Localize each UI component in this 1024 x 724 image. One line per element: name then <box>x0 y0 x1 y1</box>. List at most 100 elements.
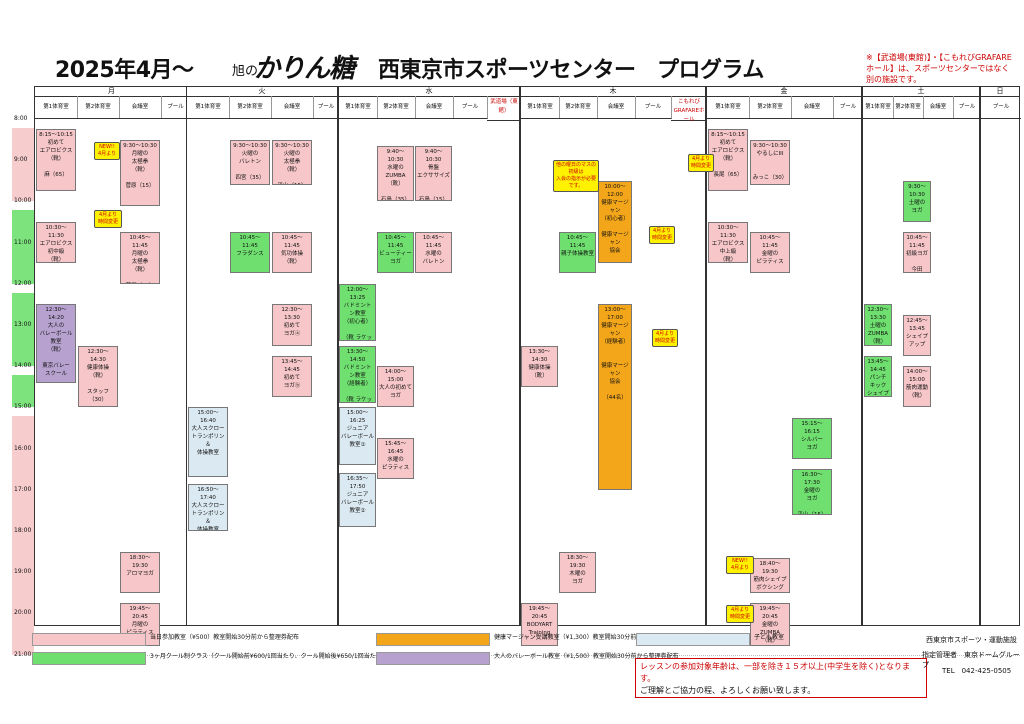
time-band <box>12 210 34 284</box>
time-label: 21:00 <box>14 650 32 658</box>
class-cell: 12:30～14:20 大人の バレーボール 教室 （靴） 東京バレー スクール… <box>36 304 76 383</box>
class-cell: 13:30～14:50 バドミントン教室 （経験者） （靴 ラケット） 道藤（2… <box>339 345 376 404</box>
legend-text: 健康マージャン受講教室（¥1,300）教室開始30分前から整理券配布 <box>494 634 679 641</box>
column-header: プール <box>161 96 190 119</box>
class-cell: 15:15～16:15 シルバー ヨガ 平山（35） <box>792 417 832 459</box>
time-band <box>12 292 34 367</box>
change-callout: 4月より 時間変更 <box>94 209 122 228</box>
column-header: 第1体育室 <box>863 96 894 119</box>
day-header: 水 <box>339 87 519 97</box>
class-cell: 18:30～19:30 木曜の ヨガ 平山（30） <box>559 551 596 593</box>
class-cell: 15:00～16:25 ジュニア バレーボール 教室① <box>339 407 376 466</box>
time-label: 12:00 <box>14 279 32 287</box>
class-cell: 14:00～15:00 筋肉運動 （靴） スタッフ（15） <box>903 366 931 408</box>
class-cell: 18:40～19:30 筋肉シェイプ ボクシング （靴） 倫（35） <box>750 558 790 593</box>
column-header: 第2体育室 <box>749 96 792 119</box>
day-column-sun: 日 プール <box>980 86 1021 626</box>
column-header: プール <box>635 96 672 119</box>
time-label: 19:00 <box>14 568 32 576</box>
legend-text: 3ヶ月クール制クラス（クール開始前¥600/1回当たり、クール開始後¥650/1… <box>150 653 388 660</box>
day-header: 日 <box>981 87 1019 97</box>
column-header: 第1体育室 <box>339 96 378 119</box>
class-cell: 10:45～11:45 親子体操教室 今井 （20組） <box>559 232 596 274</box>
day-header: 土 <box>863 87 979 97</box>
column-header: こもれびGRAFAREホール <box>671 96 707 123</box>
change-callout: 4月より 時間変更 <box>726 605 754 624</box>
class-cell: 10:45～11:45 フラダンス 池田（40） <box>230 232 270 274</box>
legend-text: 大人のバレーボール教室（¥1,500）教室開始30分前から整理券配布 <box>494 653 679 660</box>
column-header: 第2体育室 <box>77 96 120 119</box>
column-header: 第2体育室 <box>893 96 924 119</box>
warning-line: ご理解とご協力の程、よろしくお願い致します。 <box>640 686 816 695</box>
class-cell: 9:30～10:30 火曜の バレトン 四宮（35） <box>230 139 270 185</box>
class-cell: 16:50～17:40 大人スクロー トランポリン＆ 体操教室 <box>188 483 228 531</box>
class-cell: 10:45～11:45 初級ヨガ 今田（15） <box>903 232 931 274</box>
telephone: TEL 042-425-0505 <box>942 667 1012 675</box>
class-cell: 9:30～10:30 火曜の 太極拳 （靴） 平山（15） <box>272 139 312 185</box>
time-band <box>12 128 34 202</box>
column-header: 会議室 <box>791 96 834 119</box>
manager-name: 指定管理者 東京ドームグループ <box>922 651 1020 669</box>
day-header: 金 <box>707 87 861 97</box>
class-cell: 12:30～14:30 健康体操 （靴） スタッフ（30） <box>78 345 118 408</box>
class-cell: 12:30～13:30 土曜の ZUMBA （靴） 山下（35） <box>864 304 892 346</box>
org-name: 西東京市スポーツ・運動施設 <box>926 636 1017 644</box>
time-label: 10:00 <box>14 197 32 205</box>
class-cell: 9:30～10:30 やるしにIII みっこ（30） <box>750 139 790 185</box>
class-cell: 18:30～19:30 アロマヨガ いつこ（15） <box>120 551 160 593</box>
day-header: 木 <box>521 87 705 97</box>
time-label: 8:00 <box>14 115 28 122</box>
class-cell: 13:45～14:45 パンチ キック シェイプ （靴） 山下（35） <box>864 355 892 398</box>
change-callout: 4月より 時間変更 <box>652 329 678 348</box>
class-cell: 10:30～11:30 エアロビクス 中上級 （靴） 長尾（65） <box>708 222 748 264</box>
class-cell: 10:45～11:45 気功体操 （靴） 平山（15） <box>272 232 312 274</box>
class-cell: 12:30～13:30 初めて ヨガⓐ 平山（15） <box>272 304 312 346</box>
class-cell: 8:15～10:15 初めて エアロビクス （靴） 長尾（65） <box>708 129 748 192</box>
column-header: プール <box>953 96 981 119</box>
column-header: 第1体育室 <box>707 96 750 119</box>
column-header: プール <box>833 96 863 119</box>
class-cell: 10:30～11:30 エアロビクス 初中級 （靴） 麻（65） <box>36 222 76 264</box>
class-cell: 16:30～17:30 金曜の ヨガ 平山（15） <box>792 469 832 515</box>
day-header: 火 <box>187 87 337 97</box>
class-cell: 15:45～16:45 水曜の ピラティス 中島（30） <box>377 438 414 480</box>
time-band <box>12 416 34 655</box>
class-cell: 19:45～20:45 金曜のZUMBA （靴） 滝永（35） <box>750 603 790 647</box>
time-label: 14:00 <box>14 362 32 370</box>
day-header: 月 <box>35 87 188 97</box>
legend-swatch-green <box>32 652 146 665</box>
time-label: 11:00 <box>14 238 32 246</box>
class-cell: 10:45～11:45 金曜の ピラティス 中島（30） <box>750 232 790 274</box>
hour-line <box>34 654 1020 656</box>
column-header: プール <box>313 96 339 119</box>
time-label: 9:00 <box>14 156 28 164</box>
time-band <box>12 375 34 408</box>
legend-text: 当日参加教室（¥500）教室開始30分前から整理券配布 <box>150 634 299 641</box>
column-header: 会議室 <box>415 96 454 119</box>
time-label: 20:00 <box>14 609 32 617</box>
class-cell: 9:30～10:30 月曜の 太極拳 （靴） 菅原（15） <box>120 139 160 206</box>
class-cell: 16:35～17:50 ジュニア バレーボール 教室② <box>339 473 376 527</box>
column-header: プール <box>981 96 1021 119</box>
change-callout: 4月より 時間変更 <box>649 226 675 245</box>
change-callout: NEW!! 4月より <box>726 555 754 574</box>
month-title: 2025年4月～ <box>55 58 194 83</box>
column-header: 第2体育室 <box>229 96 272 119</box>
column-header: プール <box>453 96 488 119</box>
time-label: 16:00 <box>14 444 32 452</box>
change-callout: NEW!! 4月より <box>94 141 120 160</box>
class-cell: 19:45～20:45 BODYART Training 佐野（30） <box>521 603 558 647</box>
legend-swatch-orange <box>376 633 490 646</box>
class-cell: 13:00～17:00 健康マージャン （経験者） 健康マージャン 協会 （44… <box>598 304 632 490</box>
column-header: 会議室 <box>923 96 954 119</box>
day-column-sat: 土 第1体育室 第2体育室 会議室 プール <box>862 86 981 626</box>
legend-swatch-light <box>636 633 750 646</box>
legend-text: 子ども教室 <box>754 634 785 641</box>
brand-logo: かりん糖 <box>254 54 355 84</box>
legend-swatch-purple <box>376 652 490 665</box>
facility-note: ※【武道場(東館)】・【こもれびGRAFAREホール】は、スポーツセンターではな… <box>866 53 1012 84</box>
brand-small: 旭の <box>232 64 259 79</box>
time-label: 18:00 <box>14 527 32 534</box>
class-cell: 9:40～10:30 骨盤 エクササイズ 石島（15） <box>415 145 452 202</box>
